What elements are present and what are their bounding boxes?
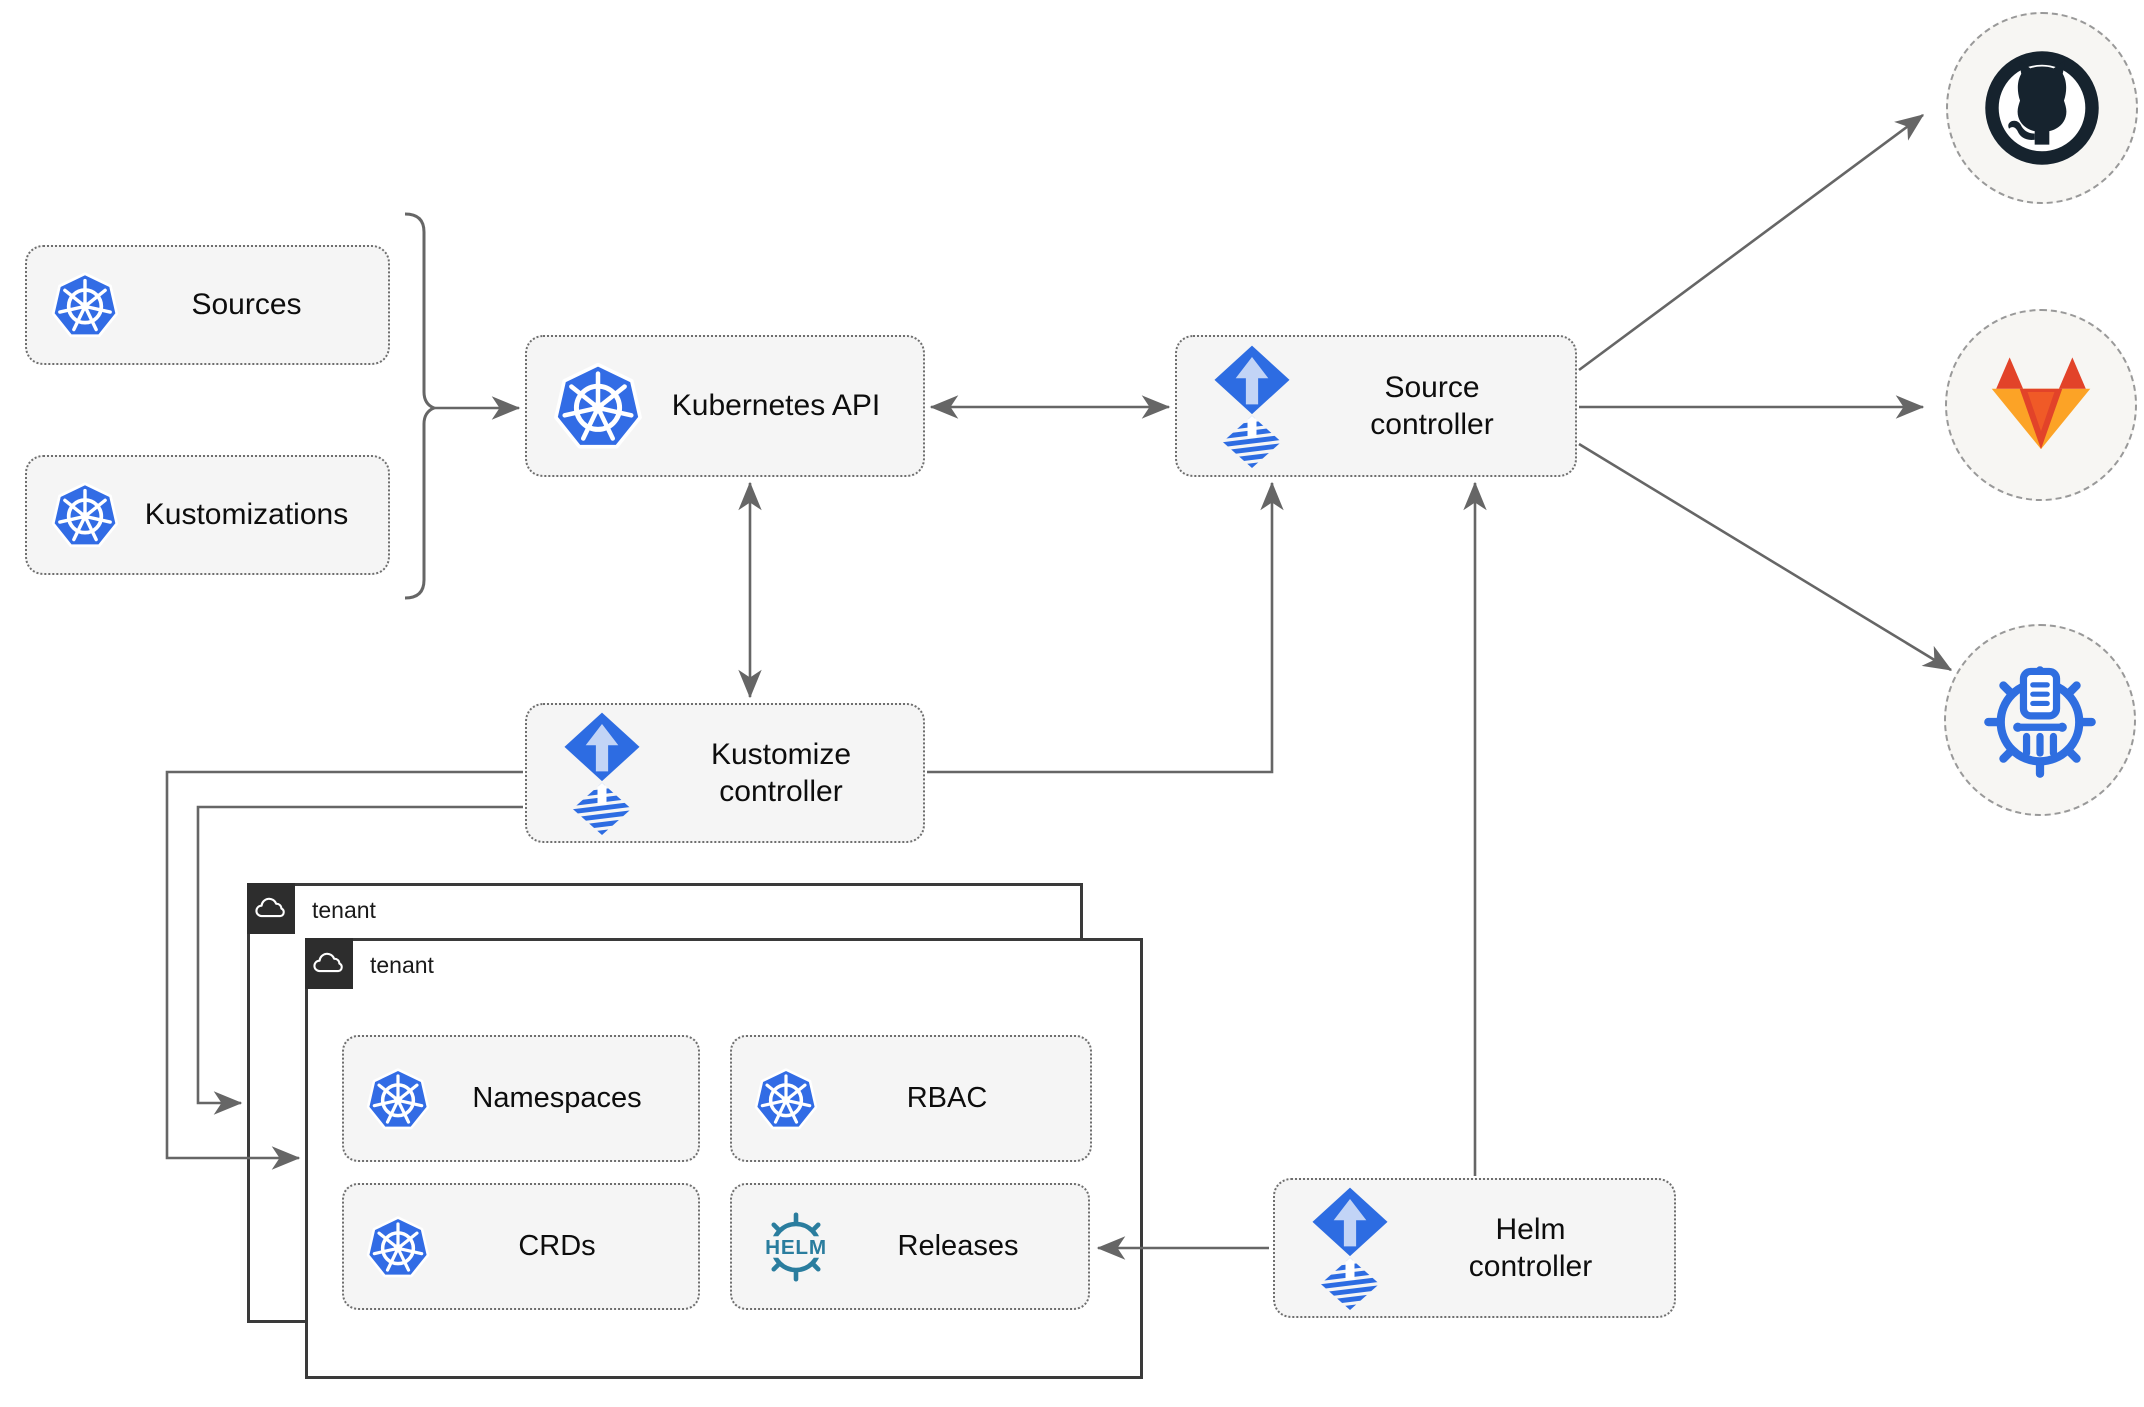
helm-logo-text: HELM: [765, 1235, 827, 1258]
flux-icon: [1211, 344, 1293, 468]
node-kustomizations: Kustomizations: [25, 455, 390, 575]
kubernetes-icon: [51, 481, 119, 549]
kubernetes-icon: [51, 271, 119, 339]
node-kustomize-controller: Kustomize controller: [525, 703, 925, 843]
github-icon: [1985, 51, 2099, 165]
kubernetes-icon: [553, 361, 643, 451]
kubernetes-icon: [366, 1067, 430, 1131]
node-namespaces: Namespaces: [342, 1035, 700, 1162]
node-releases-label: Releases: [897, 1230, 1019, 1263]
node-kustomize-controller-label: Kustomize controller: [710, 737, 852, 809]
chartmuseum-icon: [1984, 666, 2096, 778]
flux-icon: [561, 711, 643, 835]
helm-icon: HELM: [751, 1212, 841, 1281]
edge-source-github: [1578, 113, 1925, 372]
tenant-inner-tab: [305, 938, 353, 989]
tenant-outer-label: tenant: [312, 896, 376, 923]
tenant-outer-tab: [247, 883, 295, 934]
edge-kustomize-source: [927, 481, 1284, 774]
node-kubernetes-api: Kubernetes API: [525, 335, 925, 477]
node-rbac-label: RBAC: [906, 1082, 988, 1115]
node-releases: HELM Releases: [730, 1183, 1090, 1310]
flux-icon: [1309, 1186, 1391, 1310]
node-source-controller: Source controller: [1175, 335, 1577, 477]
node-source-controller-label: Source controller: [1370, 370, 1494, 442]
github-endpoint-circle: [1946, 12, 2138, 204]
kubernetes-icon: [754, 1067, 818, 1131]
node-helm-controller-label: Helm controller: [1468, 1212, 1593, 1284]
tenant-inner-label: tenant: [370, 951, 434, 978]
edge-source-chartmuseum: [1578, 442, 1953, 672]
node-sources-label: Sources: [191, 288, 302, 322]
gitlab-icon: [1991, 356, 2091, 449]
node-crds-label: CRDs: [518, 1230, 596, 1263]
node-crds: CRDs: [342, 1183, 700, 1310]
node-kustomizations-label: Kustomizations: [144, 498, 349, 532]
node-helm-controller: Helm controller: [1273, 1178, 1676, 1318]
node-kubernetes-api-label: Kubernetes API: [671, 389, 881, 423]
node-namespaces-label: Namespaces: [472, 1082, 642, 1115]
gitlab-endpoint-circle: [1945, 309, 2137, 501]
cloud-icon: [255, 896, 287, 921]
chartmuseum-endpoint-circle: [1944, 624, 2136, 816]
cloud-icon: [313, 951, 345, 976]
node-sources: Sources: [25, 245, 390, 365]
kubernetes-icon: [366, 1215, 430, 1279]
node-rbac: RBAC: [730, 1035, 1092, 1162]
brace-sources-group: [404, 212, 439, 600]
